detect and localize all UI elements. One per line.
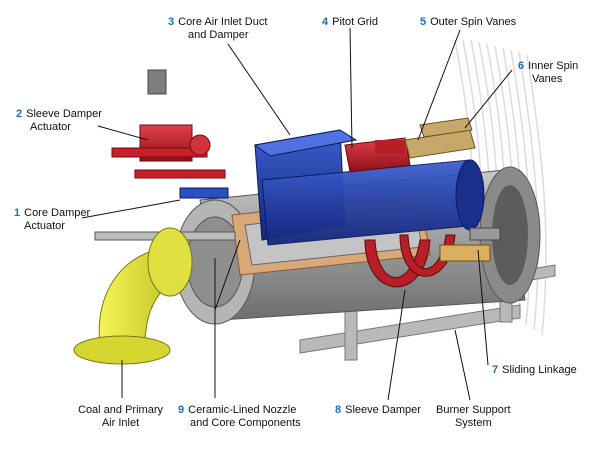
core-air-duct — [253, 129, 485, 246]
coal-inlet — [73, 227, 193, 365]
sleeve-damper — [364, 234, 456, 288]
label-coal-primary-air-inlet: Coal and Primary Air Inlet — [78, 404, 163, 429]
sleeve-damper-actuator — [111, 69, 226, 179]
spin-vanes — [404, 117, 476, 159]
label-burner-support-system: Burner Support System — [436, 404, 511, 429]
pitot-grid — [344, 137, 411, 173]
sliding-linkage — [439, 227, 501, 262]
leader-lines — [81, 27, 513, 401]
